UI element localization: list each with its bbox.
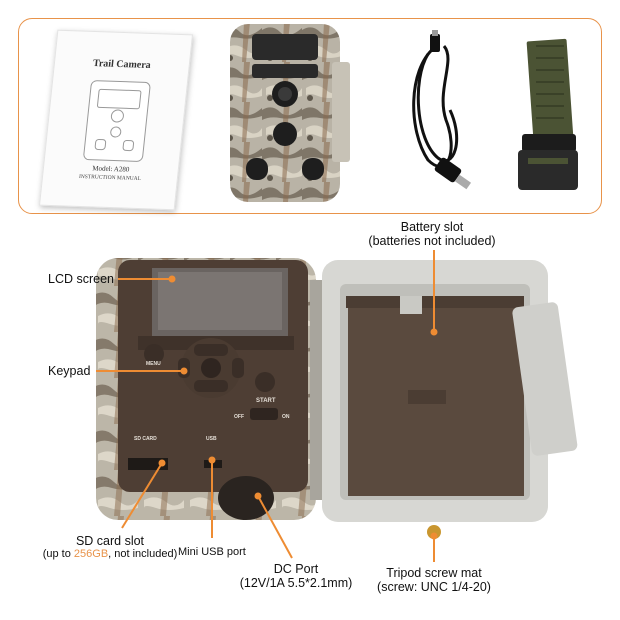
usb-device-label: USB xyxy=(206,436,217,442)
tripod-callout: Tripod screw mat (screw: UNC 1/4-20) xyxy=(364,566,504,594)
tripod-spec: (screw: UNC 1/4-20) xyxy=(377,580,491,594)
manual-camera-illustration xyxy=(82,80,151,163)
sd-card-device-label: SD CARD xyxy=(134,436,157,442)
sd-card-note: (up to 256GB, not included) xyxy=(20,548,200,560)
strap-image xyxy=(518,38,578,190)
sd-note-capacity: 256GB xyxy=(73,548,109,560)
opened-camera-image xyxy=(96,258,578,539)
camera-front-image xyxy=(230,24,350,202)
usb-cable-image xyxy=(412,30,472,190)
tripod-mat-label: Tripod screw mat xyxy=(386,566,482,580)
lcd-screen-label: LCD screen xyxy=(48,272,114,286)
battery-slot-note: (batteries not included) xyxy=(368,234,496,248)
battery-slot-callout: Battery slot (batteries not included) xyxy=(300,220,564,248)
mini-usb-port-label: Mini USB port xyxy=(178,546,246,558)
battery-slot-label: Battery slot xyxy=(400,220,464,234)
dc-port-label: DC Port xyxy=(273,562,319,576)
sd-note-suffix: , not included) xyxy=(108,548,178,560)
keypad-label: Keypad xyxy=(48,364,91,378)
off-label: OFF xyxy=(234,414,244,420)
dc-port-callout: DC Port (12V/1A 5.5*2.1mm) xyxy=(226,562,366,590)
dc-port-spec: (12V/1A 5.5*2.1mm) xyxy=(239,576,353,590)
on-label: ON xyxy=(282,414,290,420)
sd-note-prefix: (up to xyxy=(42,548,74,560)
instruction-manual: Trail Camera Model: A280 INSTRUCTION MAN… xyxy=(38,29,194,211)
menu-label: MENU xyxy=(146,361,161,367)
sd-card-callout: SD card slot (up to 256GB, not included) xyxy=(20,534,200,560)
sd-card-slot-label: SD card slot xyxy=(75,534,145,548)
start-label: START xyxy=(256,398,276,404)
